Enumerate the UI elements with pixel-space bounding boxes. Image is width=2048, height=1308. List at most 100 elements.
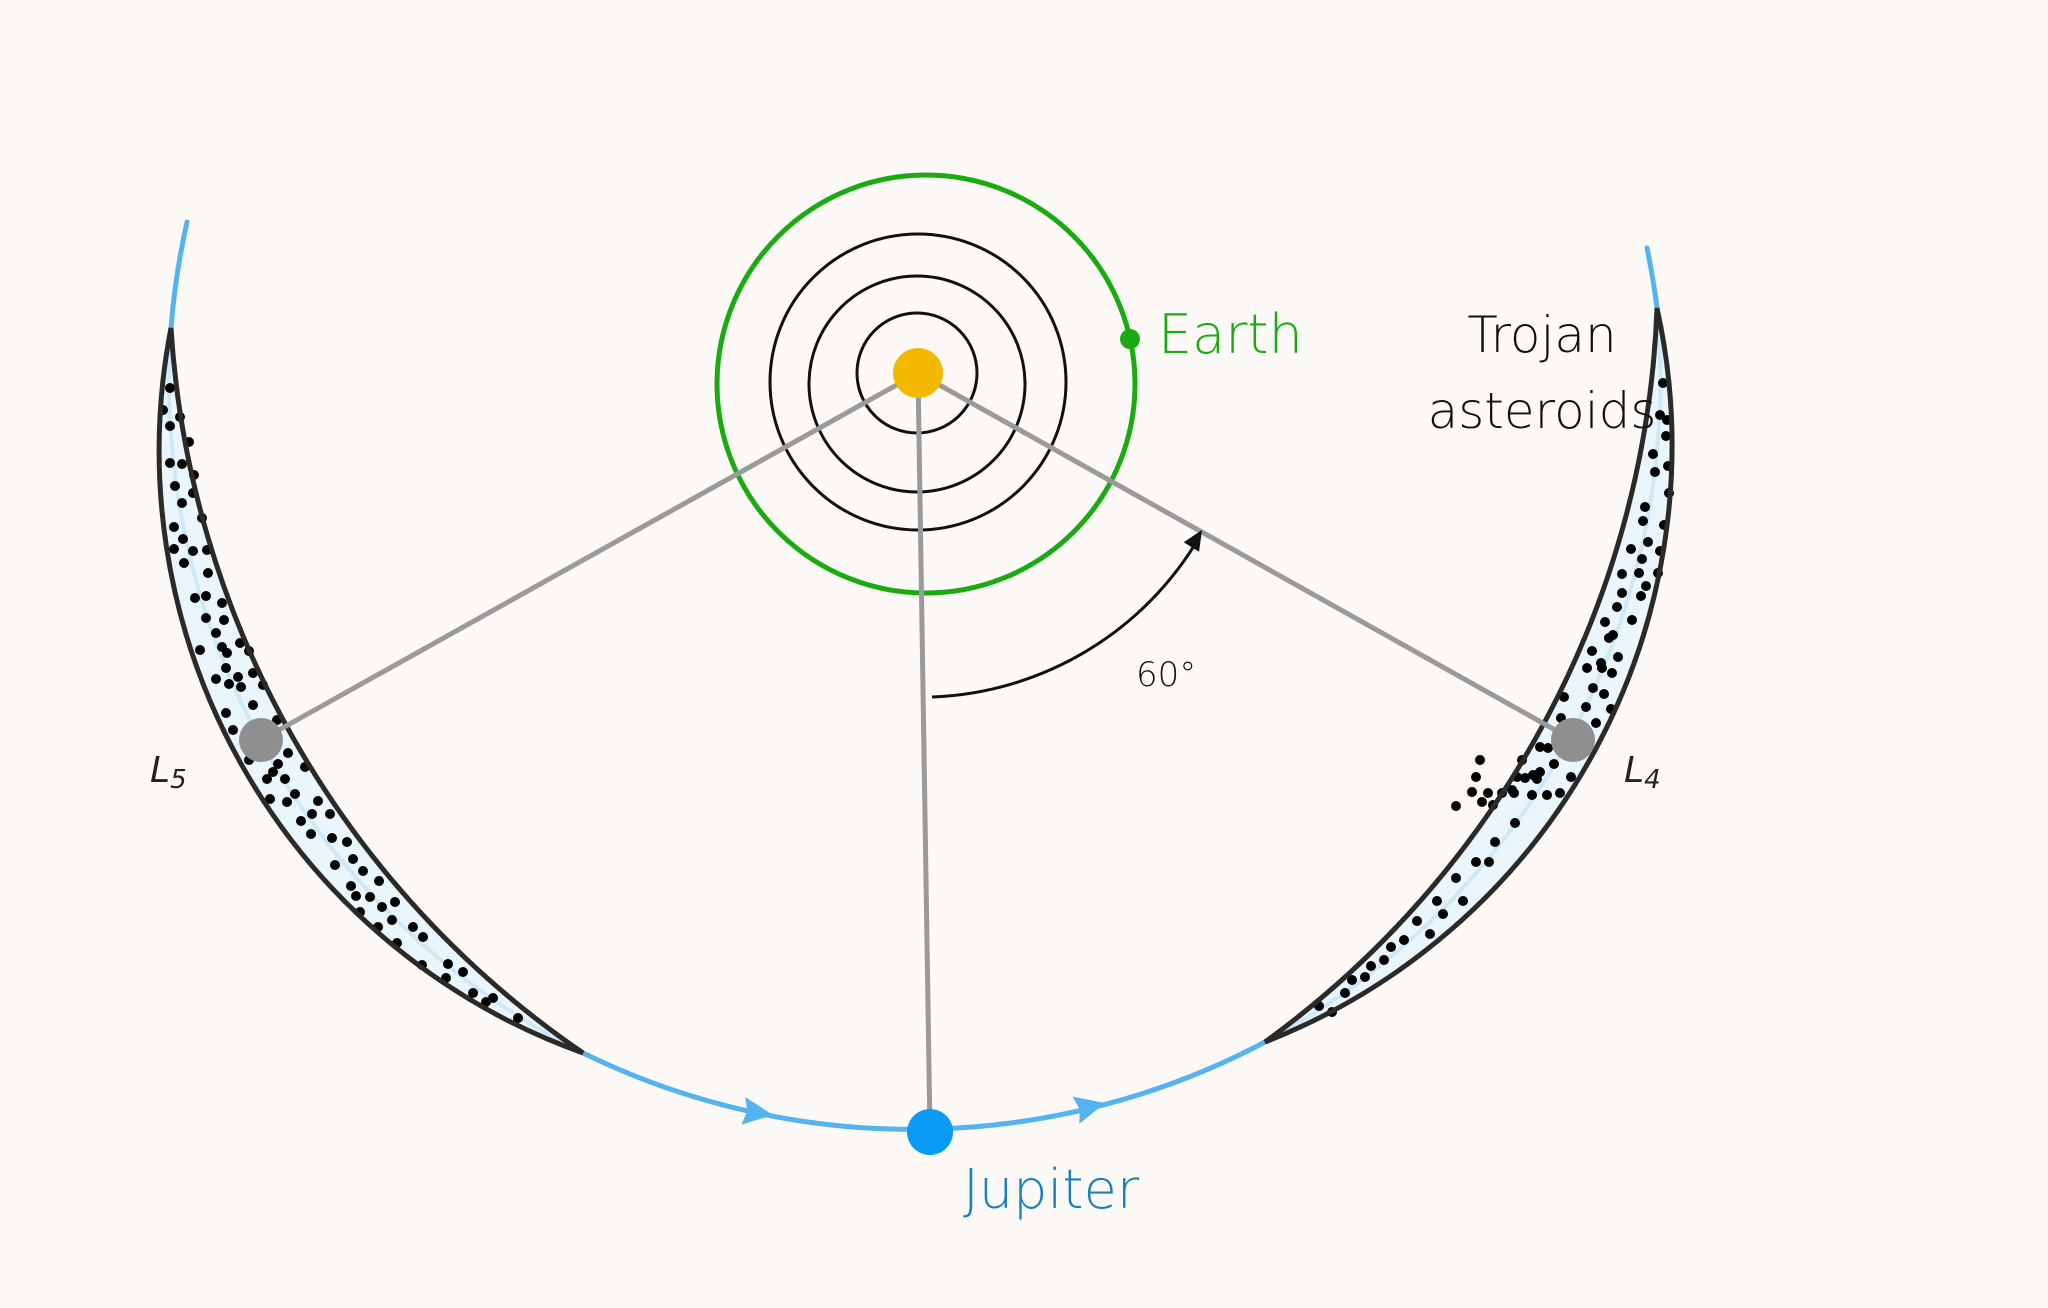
asteroid-dot	[1471, 857, 1481, 867]
asteroid-dot	[169, 544, 179, 554]
radial-line	[259, 370, 920, 743]
l5-label-subscript: 5	[170, 765, 187, 795]
asteroid-dot	[1379, 955, 1389, 965]
asteroid-dot	[1542, 790, 1552, 800]
trojan-label-line1: Trojan	[1467, 306, 1616, 364]
asteroid-dot	[282, 797, 292, 807]
asteroid-dot	[221, 663, 231, 673]
asteroid-dot	[351, 891, 361, 901]
asteroid-dot	[1432, 896, 1442, 906]
asteroid-dot	[488, 993, 498, 1003]
asteroid-dot	[1477, 797, 1487, 807]
asteroid-dot	[165, 458, 175, 468]
angle-label: 60°	[1136, 655, 1196, 695]
asteroid-dot	[1340, 988, 1350, 998]
asteroid-dot	[224, 679, 234, 689]
asteroid-dot	[1475, 755, 1485, 765]
asteroid-dot	[1582, 663, 1592, 673]
l5-label-main: L	[150, 750, 170, 791]
asteroid-dot	[1484, 857, 1494, 867]
asteroid-dot	[1532, 774, 1542, 784]
asteroid-dot	[190, 593, 200, 603]
asteroid-dot	[365, 892, 375, 902]
radial-line	[916, 370, 1575, 743]
asteroid-dot	[307, 809, 317, 819]
earth-orbit	[714, 172, 1138, 596]
asteroid-dot	[1612, 602, 1622, 612]
asteroid-dot	[169, 522, 179, 532]
asteroid-dot	[1451, 801, 1461, 811]
asteroid-dot	[1641, 581, 1651, 591]
asteroid-dot	[165, 421, 175, 431]
asteroid-dot	[1634, 568, 1644, 578]
asteroid-dot	[280, 774, 290, 784]
l4-label-main: L	[1624, 750, 1644, 791]
asteroid-dot	[1471, 772, 1481, 782]
asteroid-dot	[211, 628, 221, 638]
asteroid-dot	[296, 816, 306, 826]
inner-orbit-ring	[807, 274, 1027, 494]
asteroid-dot	[1599, 689, 1609, 699]
earth-icon	[1120, 329, 1140, 349]
asteroid-dot	[273, 759, 283, 769]
asteroid-dot	[1617, 588, 1627, 598]
asteroid-dot	[211, 674, 221, 684]
asteroid-dot	[188, 546, 198, 556]
asteroid-dot	[387, 915, 397, 925]
asteroid-dot	[248, 700, 258, 710]
asteroid-dot	[195, 645, 205, 655]
trojan-label-line2: asteroids	[1428, 382, 1657, 440]
orbit-direction-arrow-icon	[741, 1096, 773, 1125]
asteroid-dot	[1412, 916, 1422, 926]
swarm-outline	[1263, 307, 1675, 1045]
asteroid-dot	[1588, 683, 1598, 693]
asteroid-dot	[1638, 516, 1648, 526]
angle-arc-path	[931, 535, 1202, 699]
asteroid-dot	[268, 767, 278, 777]
asteroid-dot	[513, 1013, 523, 1023]
asteroid-dot	[1626, 544, 1636, 554]
asteroid-dot	[178, 534, 188, 544]
asteroid-dot	[233, 672, 243, 682]
asteroid-dot	[346, 881, 356, 891]
asteroid-dot	[1360, 972, 1370, 982]
asteroid-dot	[170, 481, 180, 491]
asteroid-dot	[1520, 773, 1530, 783]
swarm-outline	[156, 327, 585, 1056]
sixty-degree-arc	[931, 530, 1202, 699]
l5-label: L5	[150, 750, 187, 795]
asteroid-dot	[1637, 554, 1647, 564]
asteroid-dot	[265, 794, 275, 804]
asteroid-dot	[228, 725, 238, 735]
asteroid-dot	[217, 598, 227, 608]
orbit-segment-left-top	[168, 219, 190, 331]
asteroid-dot	[1543, 743, 1553, 753]
asteroid-dot	[179, 558, 189, 568]
asteroid-dot	[177, 459, 187, 469]
asteroid-dot	[1643, 537, 1653, 547]
asteroid-dot	[1386, 942, 1396, 952]
asteroid-dot	[221, 708, 231, 718]
asteroid-dot	[1648, 449, 1658, 459]
asteroid-dot	[283, 748, 293, 758]
asteroid-dot	[177, 498, 187, 508]
asteroid-dot	[248, 668, 258, 678]
asteroid-dot	[1555, 788, 1565, 798]
asteroid-dot	[1425, 929, 1435, 939]
swarm-fill	[1265, 308, 1673, 1042]
asteroid-dot	[262, 774, 272, 784]
asteroid-dot	[1527, 790, 1537, 800]
jupiter-label: Jupiter	[963, 1158, 1140, 1221]
asteroid-dot	[1399, 935, 1409, 945]
asteroid-dot	[458, 967, 468, 977]
asteroid-dot	[1613, 652, 1623, 662]
l5-point-icon	[239, 718, 283, 762]
asteroid-dot	[358, 866, 368, 876]
asteroid-dot	[408, 922, 418, 932]
asteroid-dot	[165, 383, 175, 393]
l4-label: L4	[1624, 750, 1661, 795]
asteroid-dot	[1636, 591, 1646, 601]
sun-icon	[893, 348, 943, 398]
asteroid-dot	[1483, 788, 1493, 798]
